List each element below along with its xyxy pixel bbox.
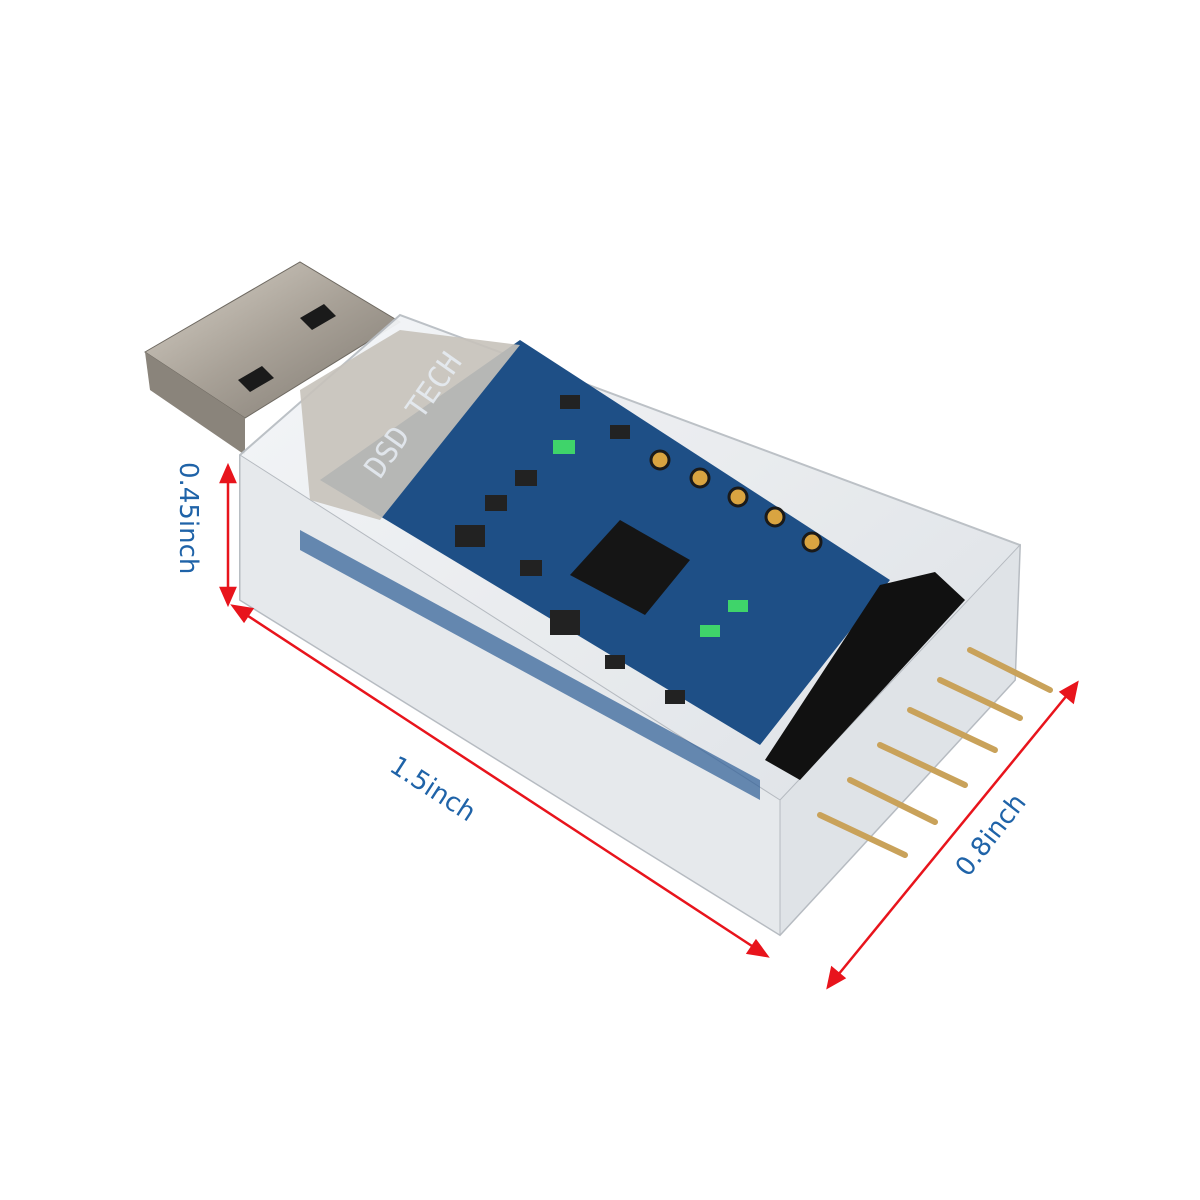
usb-plug: [144, 261, 401, 455]
dimension-arrows: [219, 462, 1079, 990]
led-icon: [553, 440, 575, 454]
arrowhead-icon: [230, 604, 255, 624]
pcb-board: DSD TECH: [300, 330, 890, 800]
solder-pads: [649, 449, 823, 553]
main-chip: [570, 520, 690, 615]
width-label: 0.8inch: [950, 788, 1033, 882]
led-icon: [700, 625, 720, 637]
usb-hole-icon: [300, 304, 336, 330]
header-pins: [765, 572, 1053, 858]
width-arrow: [837, 693, 1069, 976]
led-icon: [728, 600, 748, 612]
arrowhead-icon: [219, 462, 237, 484]
arrowhead-icon: [219, 586, 237, 608]
arrowhead-icon: [1058, 680, 1079, 705]
length-arrow: [244, 612, 756, 950]
usb-shield: [300, 330, 520, 520]
usb-hole-icon: [238, 366, 274, 392]
length-label: 1.5inch: [384, 751, 481, 828]
arrowhead-icon: [745, 938, 770, 958]
height-label: 0.45inch: [173, 462, 203, 574]
arrowhead-icon: [826, 965, 847, 990]
